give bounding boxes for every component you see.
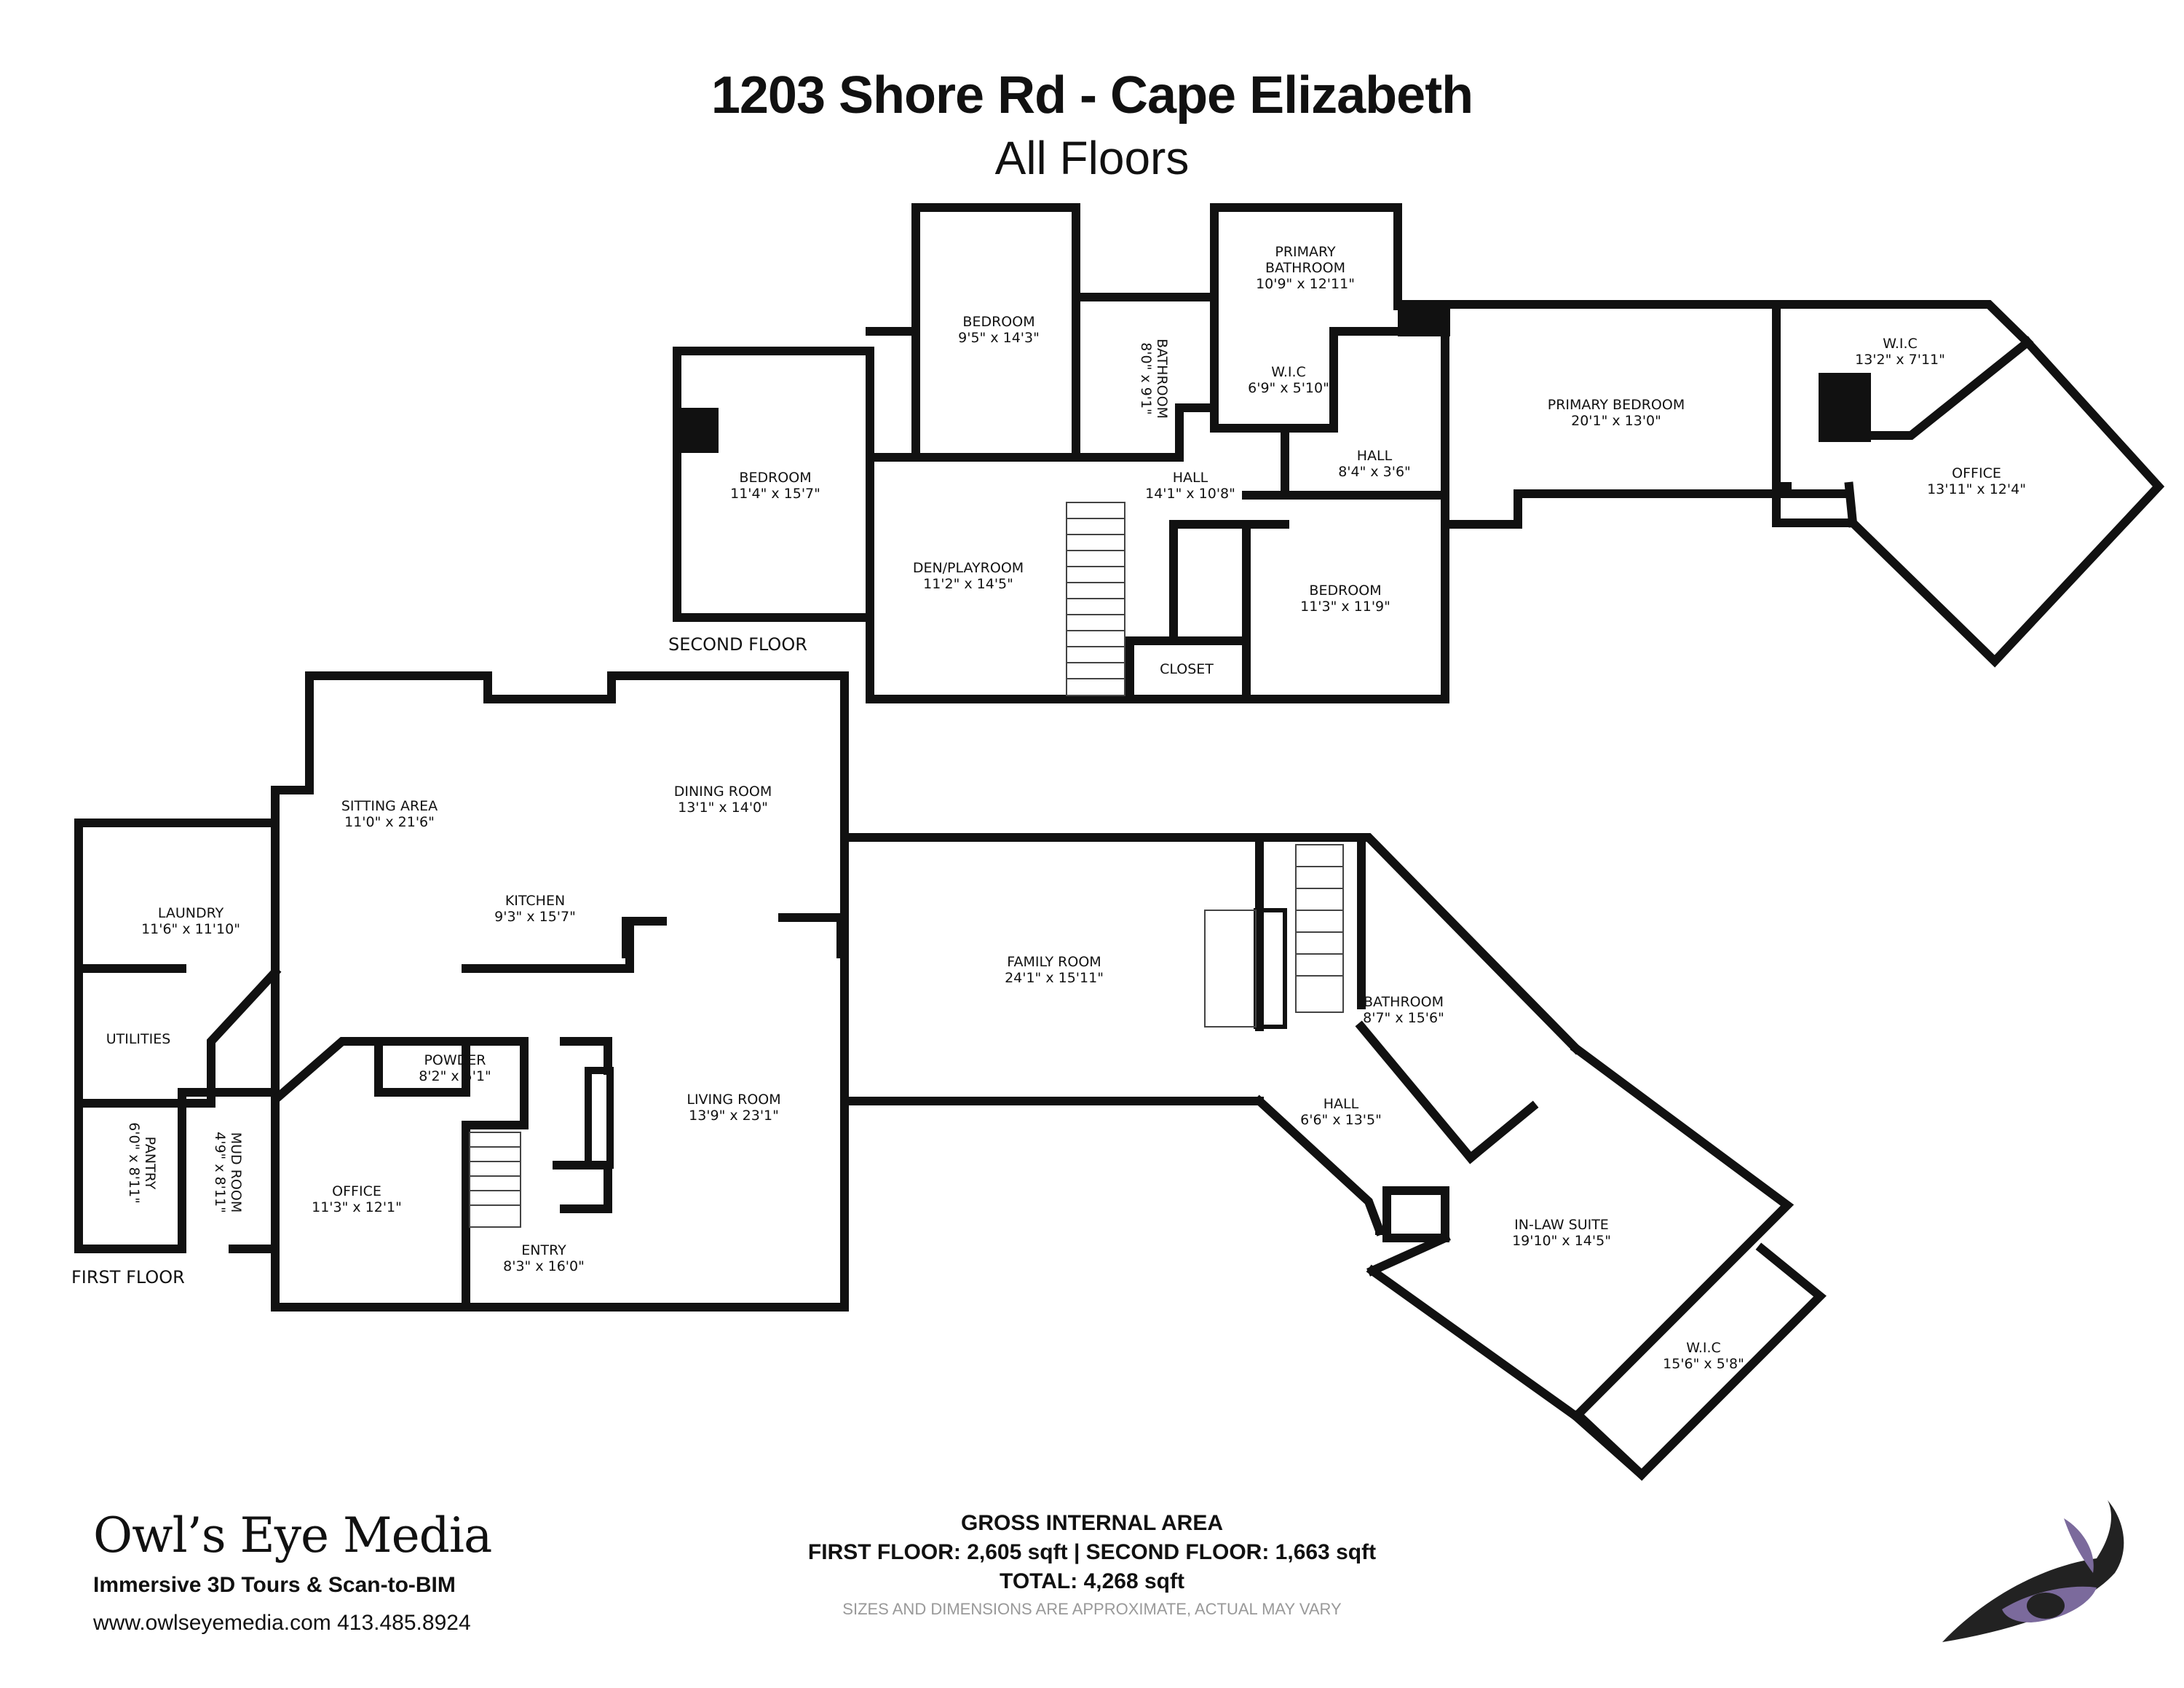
second-floor-label: SECOND FLOOR: [668, 634, 807, 655]
brand-tagline: Immersive 3D Tours & Scan-to-BIM: [93, 1573, 456, 1597]
second-floor-stairs: [1066, 502, 1125, 696]
gross-area-block: GROSS INTERNAL AREA FIRST FLOOR: 2,605 s…: [764, 1511, 1420, 1619]
first-floor-stairs: [469, 844, 1344, 1228]
gross-area-floors: FIRST FLOOR: 2,605 sqft | SECOND FLOOR: …: [807, 1540, 1377, 1564]
brand-name: Owl’s Eye Media: [93, 1507, 492, 1563]
room-mud-room: MUD ROOM4'9" x 8'11": [212, 1132, 244, 1213]
second-floor-walls: [673, 203, 2165, 703]
gross-area-total: TOTAL: 4,268 sqft: [1000, 1569, 1184, 1593]
room-utilities: UTILITIES: [106, 1031, 171, 1047]
plan-title: 1203 Shore Rd - Cape Elizabeth: [711, 66, 1473, 125]
gross-area-note: SIZES AND DIMENSIONS ARE APPROXIMATE, AC…: [842, 1600, 1342, 1618]
plan-subtitle: All Floors: [994, 132, 1190, 184]
room-closet: CLOSET: [1160, 661, 1214, 677]
gross-area-heading: GROSS INTERNAL AREA: [960, 1511, 1224, 1535]
brand-contact: www.owlseyemedia.com 413.485.8924: [93, 1611, 471, 1635]
first-floor-walls: [74, 671, 1827, 1481]
room-bathroom-upper: BATHROOM8'0" x 9'1": [1138, 339, 1170, 419]
room-pantry: PANTRY6'0" x 8'11": [126, 1122, 158, 1204]
owl-eye-logo: [1942, 1500, 2124, 1642]
first-floor-label: FIRST FLOOR: [71, 1267, 185, 1287]
